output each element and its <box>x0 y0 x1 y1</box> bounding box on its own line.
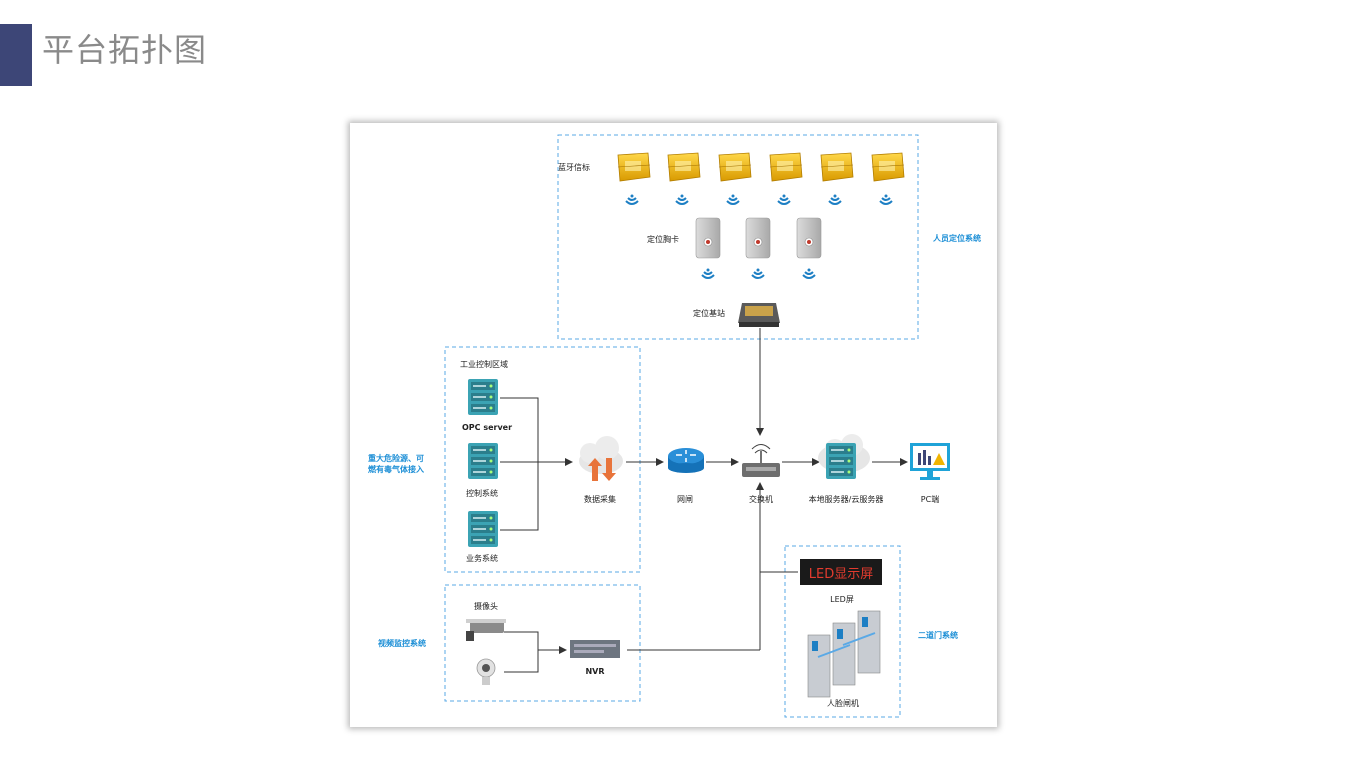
dome-camera-icon <box>476 658 496 685</box>
data-collection-icon <box>579 436 623 481</box>
opc-server-icon <box>467 378 499 416</box>
switch-label: 交换机 <box>749 495 773 504</box>
gate-system-box <box>784 545 901 718</box>
video-system-label: 视频监控系统 <box>378 639 426 648</box>
personnel-system-box <box>557 134 919 340</box>
switch-icon <box>742 444 780 477</box>
page-title: 平台拓扑图 <box>42 31 208 69</box>
beacon-label: 蓝牙信标 <box>558 163 590 172</box>
video-system-box <box>444 584 641 702</box>
topology-diagram: LED显示屏 蓝牙信标 定位胸卡 定位基站 人员定位系统 工业控制区域 OPC … <box>350 123 997 727</box>
personnel-system-label: 人员定位系统 <box>933 234 981 243</box>
control-system-label: 控制系统 <box>466 489 498 498</box>
beacon-signal-icons <box>625 193 893 205</box>
opc-server-label: OPC server <box>462 423 513 432</box>
gateway-label: 网闸 <box>677 495 693 504</box>
gateway-icon <box>668 448 704 473</box>
badge-label: 定位胸卡 <box>647 235 679 244</box>
server-label: 本地服务器/云服务器 <box>808 495 884 504</box>
industrial-zone-label: 工业控制区域 <box>460 360 508 369</box>
base-station-label: 定位基站 <box>693 309 725 318</box>
base-station-icon <box>738 303 780 327</box>
svg-text:LED显示屏: LED显示屏 <box>809 567 873 582</box>
title-accent-bar <box>0 24 32 86</box>
badge-signal-icons <box>701 267 816 279</box>
pc-monitor-icon <box>910 443 950 480</box>
face-gate-icon <box>807 610 881 698</box>
hazard-system-label-line2: 燃有毒气体接入 <box>368 465 424 474</box>
led-label: LED屏 <box>830 595 854 604</box>
topology-canvas: LED显示屏 <box>444 134 950 718</box>
data-collection-label: 数据采集 <box>584 495 616 504</box>
bullet-camera-icon <box>466 619 506 641</box>
nvr-icon <box>570 640 620 658</box>
gate-system-label: 二道门系统 <box>918 631 958 640</box>
pc-label: PC端 <box>920 495 940 504</box>
nvr-label: NVR <box>585 667 605 676</box>
beacon-icons <box>617 152 905 182</box>
hazard-system-label-line1: 重大危险源、可 <box>368 454 424 463</box>
business-system-server-icon <box>467 510 499 548</box>
business-system-label: 业务系统 <box>466 554 498 563</box>
local-cloud-server-icon <box>818 434 870 480</box>
led-screen-icon: LED显示屏 <box>800 559 882 585</box>
control-system-server-icon <box>467 442 499 480</box>
camera-label: 摄像头 <box>474 602 498 611</box>
badge-icons <box>695 217 822 259</box>
face-gate-label: 人脸闸机 <box>827 699 859 708</box>
